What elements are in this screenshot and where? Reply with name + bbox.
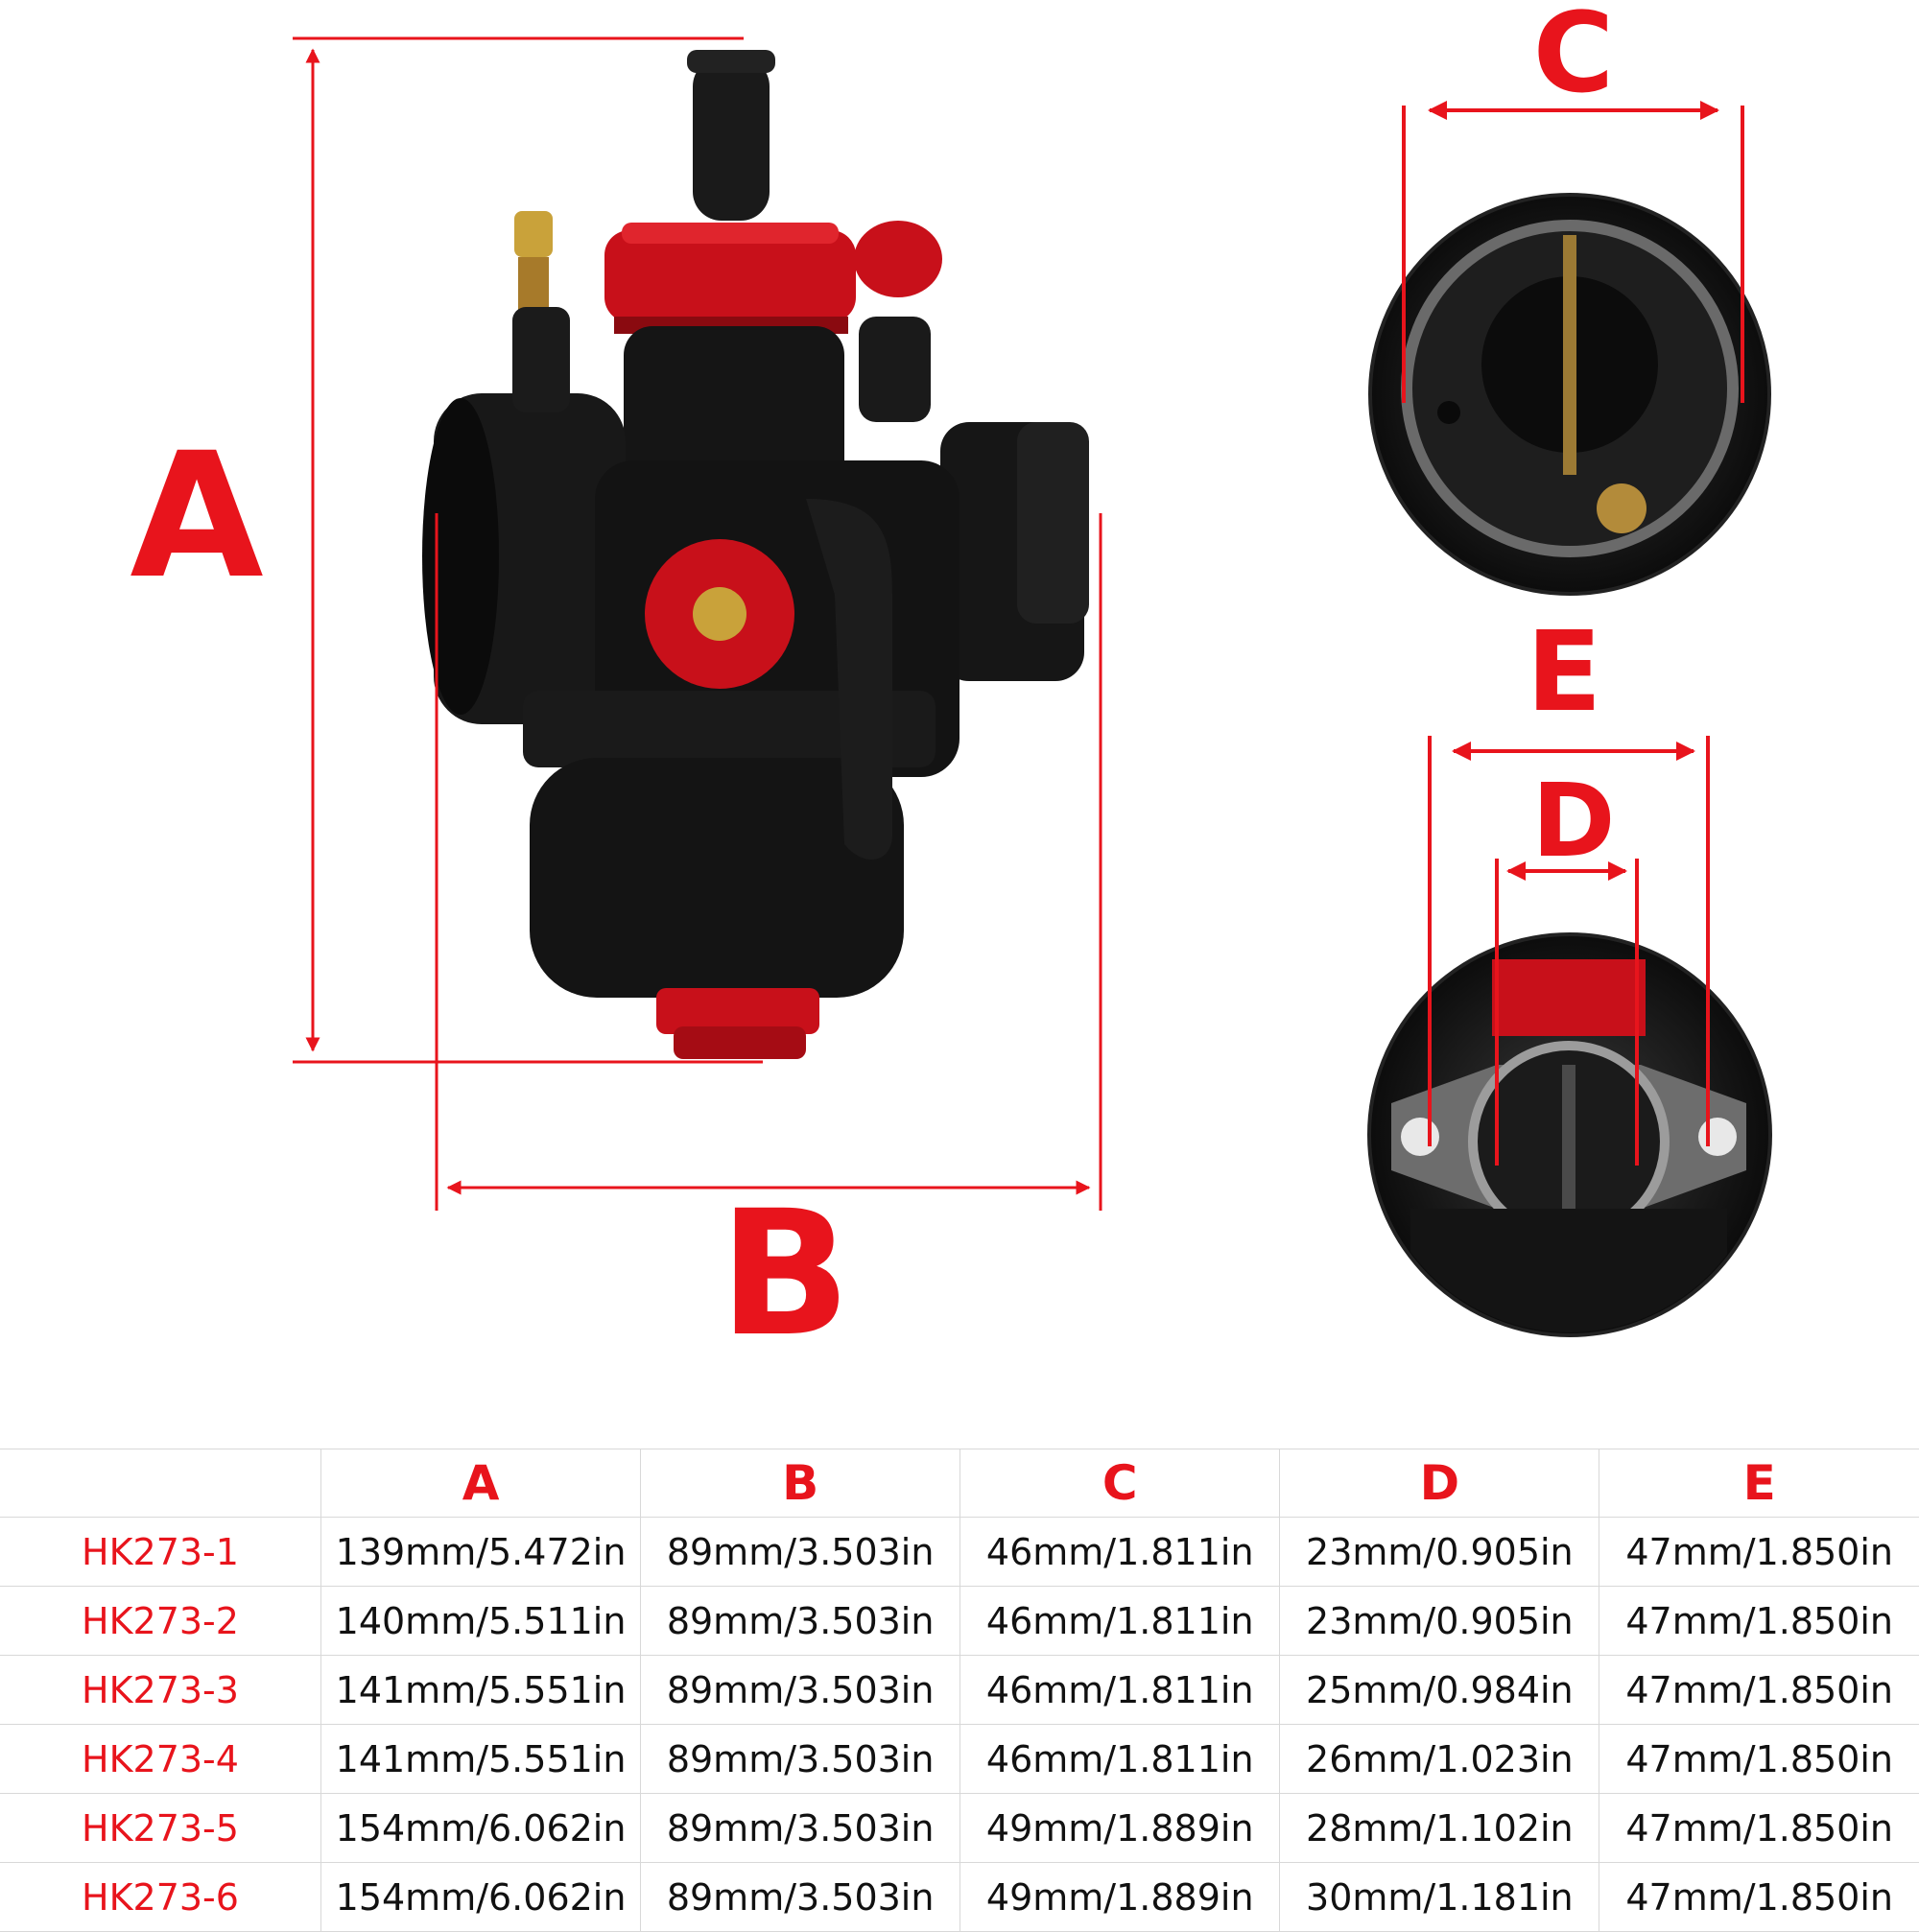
value-cell-d: 28mm/1.102in — [1279, 1793, 1600, 1863]
value-cell-a: 139mm/5.472in — [320, 1517, 642, 1587]
detail-view-de: E D — [1367, 608, 1772, 1337]
dimension-a: A — [130, 36, 763, 1064]
value-cell-d: 23mm/0.905in — [1279, 1517, 1600, 1587]
table-header-e: E — [1599, 1449, 1919, 1518]
value-cell-c: 49mm/1.889in — [960, 1793, 1281, 1863]
value-cell-b: 89mm/3.503in — [640, 1793, 961, 1863]
model-cell: HK273-4 — [0, 1724, 321, 1794]
model-cell: HK273-1 — [0, 1517, 321, 1587]
dimension-b-label: B — [719, 1174, 850, 1375]
table-header-row: A B C D E — [0, 1449, 1919, 1518]
detail-view-c: C — [1368, 0, 1771, 596]
table-row: HK273-2 140mm/5.511in 89mm/3.503in 46mm/… — [0, 1586, 1919, 1656]
value-cell-e: 47mm/1.850in — [1599, 1586, 1919, 1656]
dimension-d-label: D — [1531, 763, 1615, 880]
value-cell-e: 47mm/1.850in — [1599, 1655, 1919, 1725]
value-cell-a: 154mm/6.062in — [320, 1793, 642, 1863]
value-cell-e: 47mm/1.850in — [1599, 1517, 1919, 1587]
dimension-b: B — [435, 513, 1102, 1375]
table-header-a: A — [320, 1449, 642, 1518]
value-cell-a: 141mm/5.551in — [320, 1724, 642, 1794]
value-cell-b: 89mm/3.503in — [640, 1655, 961, 1725]
value-cell-d: 25mm/0.984in — [1279, 1655, 1600, 1725]
model-cell: HK273-6 — [0, 1862, 321, 1932]
table-header-c: C — [960, 1449, 1281, 1518]
dimension-e-label: E — [1527, 608, 1602, 737]
value-cell-d: 26mm/1.023in — [1279, 1724, 1600, 1794]
value-cell-e: 47mm/1.850in — [1599, 1793, 1919, 1863]
table-row: HK273-4 141mm/5.551in 89mm/3.503in 46mm/… — [0, 1724, 1919, 1794]
value-cell-c: 46mm/1.811in — [960, 1655, 1281, 1725]
value-cell-c: 49mm/1.889in — [960, 1862, 1281, 1932]
dimension-c-label: C — [1533, 0, 1614, 118]
table-row: HK273-1 139mm/5.472in 89mm/3.503in 46mm/… — [0, 1517, 1919, 1587]
value-cell-d: 30mm/1.181in — [1279, 1862, 1600, 1932]
value-cell-b: 89mm/3.503in — [640, 1586, 961, 1656]
model-cell: HK273-3 — [0, 1655, 321, 1725]
value-cell-a: 140mm/5.511in — [320, 1586, 642, 1656]
carburetor-image — [422, 50, 1089, 1059]
table-row: HK273-3 141mm/5.551in 89mm/3.503in 46mm/… — [0, 1655, 1919, 1725]
value-cell-e: 47mm/1.850in — [1599, 1862, 1919, 1932]
spec-table: A B C D E HK273-1 139mm/5.472in 89mm/3.5… — [0, 1449, 1919, 1932]
value-cell-e: 47mm/1.850in — [1599, 1724, 1919, 1794]
product-diagram: A B C — [130, 0, 1772, 1375]
value-cell-b: 89mm/3.503in — [640, 1862, 961, 1932]
table-header-b: B — [640, 1449, 961, 1518]
model-cell: HK273-2 — [0, 1586, 321, 1656]
model-cell: HK273-5 — [0, 1793, 321, 1863]
table-header-empty — [0, 1449, 321, 1518]
value-cell-a: 141mm/5.551in — [320, 1655, 642, 1725]
table-header-d: D — [1279, 1449, 1600, 1518]
value-cell-c: 46mm/1.811in — [960, 1724, 1281, 1794]
value-cell-d: 23mm/0.905in — [1279, 1586, 1600, 1656]
value-cell-a: 154mm/6.062in — [320, 1862, 642, 1932]
value-cell-c: 46mm/1.811in — [960, 1517, 1281, 1587]
value-cell-b: 89mm/3.503in — [640, 1517, 961, 1587]
value-cell-c: 46mm/1.811in — [960, 1586, 1281, 1656]
dimension-a-label: A — [130, 416, 263, 617]
table-row: HK273-5 154mm/6.062in 89mm/3.503in 49mm/… — [0, 1793, 1919, 1863]
table-row: HK273-6 154mm/6.062in 89mm/3.503in 49mm/… — [0, 1862, 1919, 1932]
value-cell-b: 89mm/3.503in — [640, 1724, 961, 1794]
